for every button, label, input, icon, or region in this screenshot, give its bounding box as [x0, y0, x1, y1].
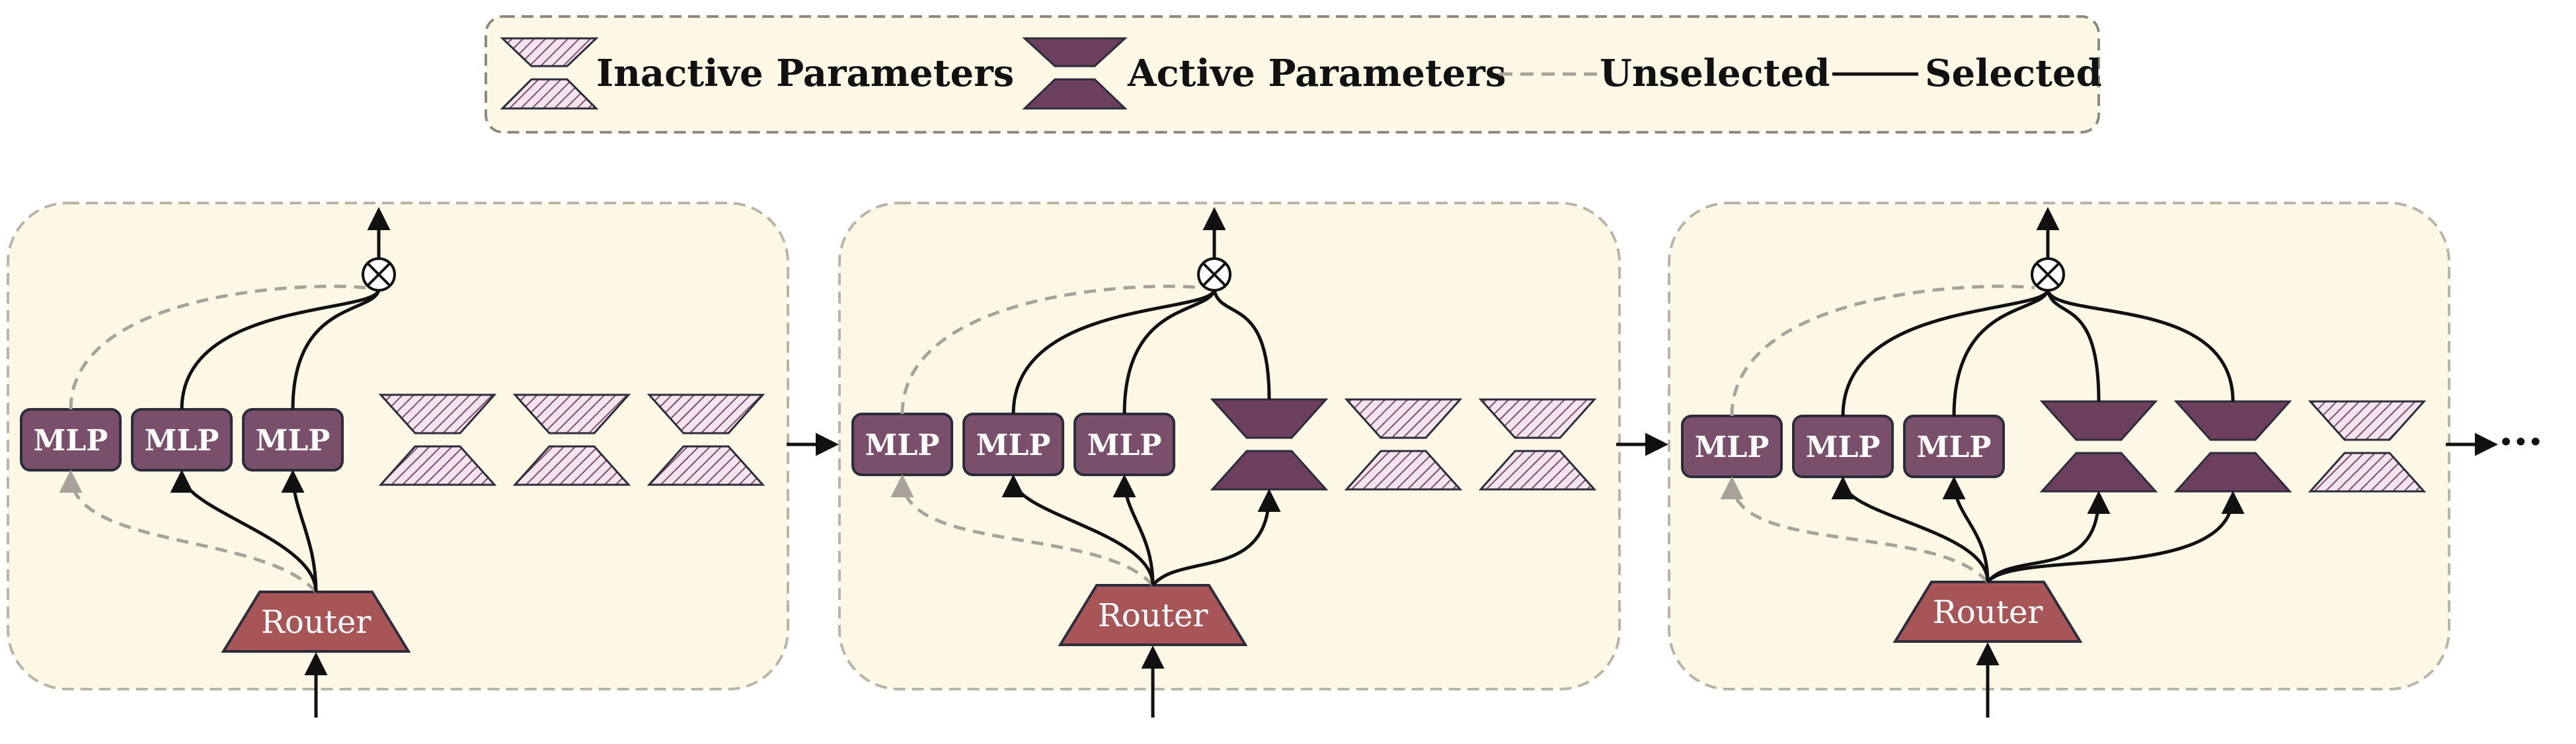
- expert-bottom-half: [1344, 450, 1463, 491]
- router-block: [1058, 584, 1248, 646]
- mlp-label: MLP: [976, 429, 1051, 462]
- expert-bottom-half: [512, 445, 631, 486]
- combine-node-icon: [1197, 257, 1231, 292]
- mlp-expert-1: MLP: [1681, 415, 1783, 478]
- continuation-ellipsis: ···: [2499, 417, 2543, 467]
- stage-1-panel: [7, 202, 789, 690]
- selected-route-in-mlp-2: [170, 470, 318, 593]
- mlp-expert-1: MLP: [20, 408, 122, 472]
- router-block: [1893, 581, 2083, 643]
- mlp-label: MLP: [1695, 431, 1770, 464]
- mlp-expert-3: MLP: [1073, 413, 1175, 476]
- selected-route-in-expert-1: [1986, 491, 2111, 583]
- selected-route-in-expert-2: [1986, 491, 2245, 583]
- stage-2: MLP MLP MLP Router: [838, 202, 1621, 718]
- legend-inactive-label: Inactive Parameters: [596, 52, 1014, 95]
- legend-selected-label: Selected: [1925, 52, 2102, 95]
- active-expert-1: [1210, 398, 1329, 491]
- mlp-expert-2: MLP: [131, 408, 233, 472]
- combine-node-icon: [362, 257, 396, 292]
- inactive-expert-3: [2308, 400, 2427, 493]
- expert-bottom-half: [1478, 450, 1597, 491]
- router-block: [221, 591, 411, 653]
- expert-top-half: [1344, 398, 1463, 439]
- expert-bottom-half: [2039, 452, 2158, 493]
- inactive-expert-3: [1478, 398, 1597, 491]
- mlp-expert-3: MLP: [242, 408, 344, 472]
- selected-route-out-expert-1: [1212, 290, 1271, 400]
- mlp-label: MLP: [145, 424, 219, 458]
- selected-route-out-expert-1: [2046, 290, 2101, 402]
- expert-bottom-half: [378, 445, 497, 486]
- unselected-route-in: [1720, 476, 1989, 583]
- mlp-expert-1: MLP: [851, 413, 953, 476]
- mlp-label: MLP: [256, 424, 331, 458]
- active-expert-1: [2039, 400, 2158, 493]
- mlp-label: MLP: [34, 424, 108, 458]
- selected-route-in-mlp-3: [281, 470, 318, 593]
- router-label: Router: [261, 604, 371, 641]
- selected-route-in-expert-1: [1151, 489, 1281, 587]
- expert-top-half: [646, 393, 765, 434]
- mlp-label: MLP: [865, 429, 940, 462]
- expert-top-half: [1210, 398, 1329, 439]
- stage-2-panel: [838, 202, 1621, 690]
- mlp-expert-2: MLP: [1792, 415, 1894, 478]
- expert-top-half: [378, 393, 497, 434]
- mlp-expert-2: MLP: [962, 413, 1064, 476]
- selected-route-in-mlp-3: [1942, 476, 1990, 583]
- combine-node-icon: [2031, 257, 2065, 292]
- legend: Inactive Parameters Active Parameters Un…: [485, 15, 2102, 134]
- router-label: Router: [1098, 597, 1208, 634]
- legend-unselected-label: Unselected: [1600, 52, 1830, 95]
- mlp-label: MLP: [1917, 431, 1992, 464]
- mlp-label: MLP: [1806, 431, 1881, 464]
- inactive-parameters-icon: [500, 37, 599, 110]
- selected-route-out-mlp-2: [1841, 289, 2050, 417]
- stage-3: MLP MLP MLP Router: [1668, 202, 2450, 718]
- expert-top-half: [2039, 400, 2158, 441]
- expert-bottom-half: [2173, 452, 2292, 493]
- inactive-expert-2: [1344, 398, 1463, 491]
- inactive-expert-2: [512, 393, 631, 486]
- unselected-route-out: [900, 284, 1202, 415]
- selected-route-out-mlp-3: [1952, 290, 2050, 417]
- selected-route-out-mlp-2: [1011, 289, 1216, 415]
- expert-top-half: [2308, 400, 2427, 441]
- expert-bottom-half: [646, 445, 765, 486]
- expert-bottom-half: [2308, 452, 2427, 493]
- selected-route-in-mlp-2: [1831, 476, 1990, 583]
- selected-route-out-expert-2: [2046, 289, 2235, 402]
- expert-top-half: [512, 393, 631, 434]
- legend-box: [485, 15, 2100, 134]
- expert-bottom-half: [1210, 450, 1329, 491]
- inactive-expert-3: [646, 393, 765, 486]
- active-parameters-icon: [1022, 37, 1128, 110]
- mlp-label: MLP: [1087, 429, 1162, 462]
- selected-route-out-mlp-2: [180, 289, 381, 410]
- selected-route-out-mlp-3: [1122, 290, 1216, 415]
- mlp-expert-3: MLP: [1903, 415, 2005, 478]
- selected-route-out-mlp-3: [291, 290, 381, 410]
- selected-route-in-mlp-3: [1112, 474, 1155, 586]
- active-expert-2: [2173, 400, 2292, 493]
- stages: MLP MLP MLP Router MLP MLP MLP Router MLP MLP MLP R…: [7, 202, 2450, 718]
- stage-1: MLP MLP MLP Router: [7, 202, 789, 718]
- selected-route-in-mlp-2: [1001, 474, 1155, 586]
- stage-3-panel: [1668, 202, 2450, 690]
- legend-active-label: Active Parameters: [1127, 52, 1506, 95]
- expert-top-half: [1478, 398, 1597, 439]
- router-label: Router: [1933, 594, 2043, 631]
- unselected-route-out: [69, 284, 366, 410]
- expert-top-half: [2173, 400, 2292, 441]
- inactive-expert-1: [378, 393, 497, 486]
- unselected-route-out: [1730, 284, 2035, 417]
